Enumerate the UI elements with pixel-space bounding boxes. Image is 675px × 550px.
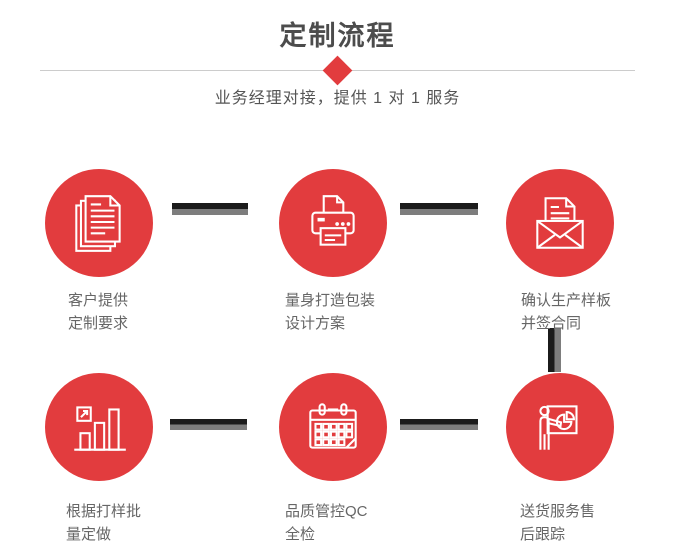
step-label-1: 客户提供 定制要求	[68, 289, 128, 335]
step-label-line: 品质管控QC	[285, 503, 368, 520]
documents-icon	[75, 195, 121, 252]
step-circle-presenter	[506, 373, 614, 481]
step-label-line: 送货服务售	[520, 503, 596, 520]
step-label-4: 根据打样批 量定做	[66, 500, 141, 546]
step-circle-envelope	[506, 169, 614, 277]
step-circle-printer	[279, 169, 387, 277]
subtitle: 业务经理对接，提供 1 对 1 服务	[214, 90, 461, 107]
step-circle-bar-chart	[45, 373, 153, 481]
flow-connector-horizontal	[172, 203, 248, 215]
diamond-marker-icon	[322, 55, 353, 86]
flow-connector-vertical	[548, 328, 561, 372]
step-circle-calendar	[279, 373, 387, 481]
flow-connector-horizontal	[400, 203, 478, 215]
step-label-6: 送货服务售 后跟踪	[520, 500, 595, 546]
step-circle-documents	[45, 169, 153, 277]
step-label-line: 量身打造包装	[285, 292, 376, 309]
step-label-5: 品质管控QC 全检	[285, 500, 368, 546]
flow-connector-horizontal	[170, 419, 247, 430]
step-label-line: 量定做	[66, 526, 112, 543]
step-label-line: 设计方案	[285, 315, 346, 332]
flow-connector-horizontal	[400, 419, 478, 430]
bar-chart-icon	[74, 406, 126, 451]
page-title: 定制流程	[279, 21, 396, 51]
step-label-line: 定制要求	[68, 315, 129, 332]
step-label-line: 确认生产样板	[521, 292, 612, 309]
envelope-icon	[536, 197, 584, 249]
step-label-line: 后跟踪	[520, 526, 566, 543]
step-label-3: 确认生产样板 并签合同	[521, 289, 611, 335]
presenter-icon	[539, 405, 578, 450]
step-label-2: 量身打造包装 设计方案	[285, 289, 375, 335]
step-label-line: 根据打样批	[66, 503, 142, 520]
step-label-line: 并签合同	[521, 315, 582, 332]
step-label-line: 客户提供	[68, 292, 129, 309]
calendar-icon	[309, 403, 357, 449]
printer-icon	[311, 195, 355, 246]
step-label-line: 全检	[285, 526, 316, 543]
